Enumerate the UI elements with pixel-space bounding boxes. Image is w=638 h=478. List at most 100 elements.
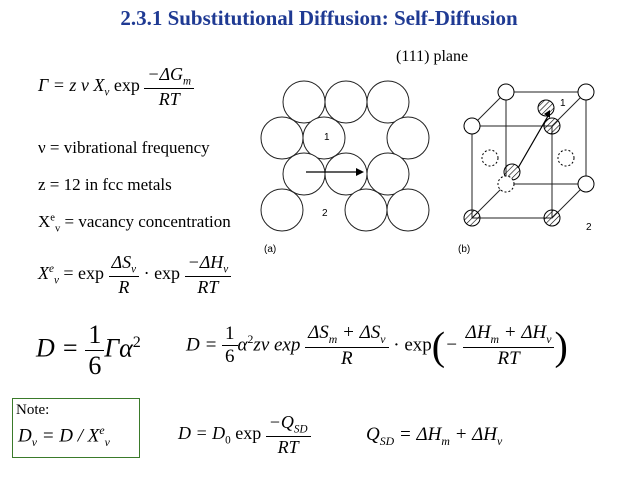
dfull-num3-mid: + ΔH	[499, 322, 547, 343]
atom	[302, 116, 346, 160]
xv-den1: R	[118, 276, 130, 297]
equation-gamma: Γ = z ν Xv exp −ΔGm RT	[38, 64, 195, 110]
d0-exp: exp	[230, 422, 262, 443]
d0-fraction: −QSD RT	[265, 412, 311, 458]
equation-q: QSD = ΔHm + ΔHv	[366, 424, 502, 449]
note-lhs-sub: v	[31, 436, 37, 450]
dfull-num2-mid: + ΔS	[337, 322, 381, 343]
page-title: 2.3.1 Substitutional Diffusion: Self-Dif…	[120, 6, 518, 30]
defx-sub: v	[54, 223, 61, 235]
dsimple-rhs: Γα	[104, 333, 133, 363]
hatched-atom	[463, 209, 481, 227]
xv-num2-sub: v	[223, 263, 229, 276]
gamma-num: −ΔG	[147, 64, 184, 84]
gamma-lhs-sub: v	[104, 86, 110, 99]
dfull-den2: R	[341, 347, 353, 369]
dfull-num3-sub2: v	[546, 332, 552, 346]
atom	[324, 80, 368, 124]
note-sup: e	[99, 424, 105, 437]
dfull-open-paren: (	[431, 323, 446, 369]
atom	[463, 117, 481, 135]
xv-frac2: −ΔHv RT	[184, 252, 232, 298]
gamma-exp: exp	[113, 74, 140, 95]
note-equation: Dv = D / Xev	[18, 424, 110, 450]
vacancy-site	[497, 175, 515, 193]
xv-eq: = exp	[58, 262, 105, 283]
gamma-lhs: Γ = z ν X	[38, 74, 105, 95]
atom	[366, 152, 410, 196]
dsimple-fraction: 1 6	[85, 320, 105, 381]
xv-num2: −ΔH	[187, 252, 224, 272]
dfull-num1: 1	[222, 323, 238, 347]
d0-lhs: D = D	[178, 422, 226, 443]
xv-mid: · exp	[143, 262, 181, 283]
vacancy-site	[557, 149, 575, 167]
defx-sym: X	[38, 212, 51, 231]
q-lhs: Q	[366, 424, 380, 445]
atom	[282, 80, 326, 124]
dfull-after: zν exp	[253, 334, 301, 356]
jump-arrow	[517, 115, 549, 169]
gamma-den: RT	[158, 88, 180, 109]
d0-num-sub: SD	[293, 423, 308, 436]
dfull-num3-sub1: m	[490, 332, 500, 346]
cube-site-1-label: 1	[560, 98, 566, 109]
dsimple-den: 6	[88, 351, 102, 380]
note-sub: v	[104, 436, 110, 450]
atom	[260, 188, 304, 232]
dsimple-sup: 2	[132, 333, 141, 351]
defx-text: = vacancy concentration	[60, 212, 231, 231]
equation-xv: Xev = exp ΔSv R · exp −ΔHv RT	[38, 252, 232, 298]
dfull-lhs: D =	[186, 334, 218, 356]
dfull-den3: RT	[497, 347, 520, 369]
xv-num1-sub: v	[131, 263, 137, 276]
note-label: Note:	[16, 402, 50, 418]
d0-num: −Q	[268, 412, 294, 432]
note-eq: = D / X	[36, 425, 100, 447]
q-sub2: v	[497, 434, 503, 448]
figure-b: 1 2 (b)	[458, 83, 595, 255]
dfull-alpha: α	[237, 334, 248, 356]
plane-label: (111) plane	[396, 48, 469, 65]
d0-lhs-sub: 0	[225, 434, 231, 447]
atom	[577, 175, 595, 193]
equation-d0: D = D0 exp −QSD RT	[178, 412, 311, 458]
hatched-atom	[543, 117, 561, 135]
dfull-frac3: ΔHm + ΔHv RT	[462, 322, 555, 370]
xv-sym: X	[38, 262, 49, 283]
site-1-label: 1	[324, 132, 330, 143]
dsimple-num: 1	[85, 320, 105, 351]
atom	[260, 116, 304, 160]
vacancy-site	[481, 149, 499, 167]
note-lhs: D	[18, 425, 32, 447]
dfull-sup: 2	[247, 332, 254, 346]
xv-sub: v	[53, 274, 59, 287]
jump-arrow-head	[544, 110, 550, 118]
dfull-num2-sub2: v	[380, 332, 386, 346]
equation-d-simple: D = 1 6 Γα2	[36, 320, 141, 381]
gamma-fraction: −ΔGm RT	[144, 64, 195, 110]
atom	[577, 83, 595, 101]
dfull-num2: ΔS	[308, 322, 329, 343]
equation-d-full: D = 1 6 α2zν exp ΔSm + ΔSv R · exp(− ΔHm…	[186, 322, 568, 370]
figure-a: 1 2 (a)	[260, 80, 430, 255]
hatched-atom	[543, 209, 561, 227]
dfull-num2-sub1: m	[328, 332, 338, 346]
dfull-frac1: 1 6	[222, 323, 238, 368]
xv-sup: e	[49, 262, 54, 275]
definition-z: z = 12 in fcc metals	[38, 175, 172, 194]
q-sub1: m	[441, 434, 450, 448]
site-2-label: 2	[322, 208, 328, 219]
figure-a-label: (a)	[264, 244, 276, 255]
figure-b-label: (b)	[458, 244, 470, 255]
dfull-num3: ΔH	[465, 322, 491, 343]
definition-nu: ν = vibrational frequency	[38, 138, 210, 157]
q-plus: + ΔH	[449, 424, 498, 445]
definition-x: Xev = vacancy concentration	[38, 212, 231, 234]
atom	[324, 152, 368, 196]
d0-den: RT	[277, 436, 299, 457]
note-box	[12, 398, 140, 458]
dfull-dot: · exp	[393, 334, 432, 356]
dfull-minus: −	[445, 334, 458, 356]
q-eq: = ΔH	[394, 424, 442, 445]
